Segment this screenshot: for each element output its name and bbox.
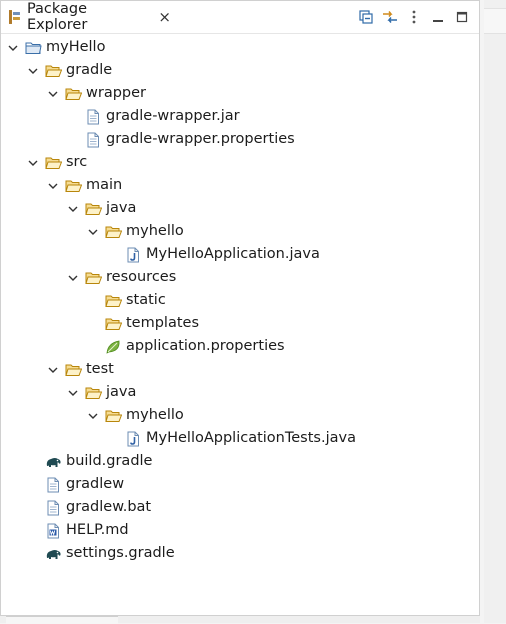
folder-open-icon	[105, 224, 123, 240]
editor-tab-strip	[484, 8, 506, 34]
folder-open-icon	[65, 178, 83, 194]
tree-item-main-java[interactable]: java	[1, 198, 479, 221]
project-tree: myHello gradle wrapper gradle-wrapper.jar gr…	[1, 37, 479, 566]
folder-open-icon	[65, 86, 83, 102]
tree-item-gradlew[interactable]: gradlew	[1, 474, 479, 497]
tree-item-gradlew-bat[interactable]: gradlew.bat	[1, 497, 479, 520]
chevron-down-icon[interactable]	[67, 272, 79, 284]
tree-item-label: myhello	[126, 407, 184, 423]
tree-item-label: application.properties	[126, 338, 285, 354]
collapse-all-icon[interactable]	[357, 8, 375, 26]
tree-item-label: MyHelloApplication.java	[146, 246, 320, 262]
project-icon	[25, 40, 42, 56]
file-icon	[45, 500, 62, 516]
editor-area	[484, 0, 506, 623]
tree-item-label: myHello	[46, 39, 106, 55]
gradle-elephant-icon	[45, 546, 62, 562]
bottom-panel-strip	[0, 616, 480, 623]
tree-item-label: settings.gradle	[66, 545, 175, 561]
java-file-icon	[125, 431, 142, 447]
maximize-icon[interactable]	[453, 8, 471, 26]
folder-open-icon	[45, 155, 63, 171]
folder-open-icon	[105, 293, 123, 309]
tree-item-build-gradle[interactable]: build.gradle	[1, 451, 479, 474]
tree-item-label: gradlew	[66, 476, 125, 492]
tree-item-myhelloapplicationtests-java[interactable]: MyHelloApplicationTests.java	[1, 428, 479, 451]
word-file-icon	[45, 523, 62, 539]
tree-item-label: test	[86, 361, 114, 377]
chevron-down-icon[interactable]	[7, 42, 19, 54]
tree-item-main-myhello[interactable]: myhello	[1, 221, 479, 244]
tree-item-label: main	[86, 177, 123, 193]
package-explorer-view: Package Explorer ×	[0, 0, 480, 616]
chevron-down-icon[interactable]	[47, 180, 59, 192]
tree-item-label: myhello	[126, 223, 184, 239]
view-toolbar	[357, 7, 471, 27]
tree-item-label: gradle	[66, 62, 113, 78]
spring-leaf-icon	[105, 339, 122, 355]
chevron-down-icon[interactable]	[27, 65, 39, 77]
view-title: Package Explorer	[26, 1, 88, 33]
tree-item-label: src	[66, 154, 88, 170]
folder-open-icon	[85, 201, 103, 217]
tree-item-gradle[interactable]: gradle	[1, 60, 479, 83]
tree-item-static[interactable]: static	[1, 290, 479, 313]
chevron-down-icon[interactable]	[87, 226, 99, 238]
gradle-elephant-icon	[45, 454, 62, 470]
tree-item-myhelloapplication-java[interactable]: MyHelloApplication.java	[1, 244, 479, 267]
tree-item-label: resources	[106, 269, 177, 285]
package-explorer-icon	[8, 10, 20, 24]
chevron-down-icon[interactable]	[87, 410, 99, 422]
file-icon	[85, 132, 102, 148]
link-with-editor-icon[interactable]	[381, 8, 399, 26]
tree-item-main[interactable]: main	[1, 175, 479, 198]
minimize-icon[interactable]	[429, 8, 447, 26]
view-tab-bar: Package Explorer ×	[1, 1, 479, 34]
file-icon	[45, 477, 62, 493]
folder-open-icon	[45, 63, 63, 79]
folder-open-icon	[65, 362, 83, 378]
chevron-down-icon[interactable]	[47, 364, 59, 376]
close-icon[interactable]: ×	[158, 8, 171, 26]
chevron-down-icon[interactable]	[67, 203, 79, 215]
bottom-panel-tab[interactable]	[6, 616, 118, 624]
tree-item-label: HELP.md	[66, 522, 129, 538]
folder-open-icon	[105, 408, 123, 424]
tree-item-label: java	[106, 200, 137, 216]
tree-item-label: wrapper	[86, 85, 146, 101]
file-icon	[85, 109, 102, 125]
tree-item-label: static	[126, 292, 166, 308]
tree-item-gradle-wrapper-properties[interactable]: gradle-wrapper.properties	[1, 129, 479, 152]
tree-item-test-myhello[interactable]: myhello	[1, 405, 479, 428]
tree-item-label: gradle-wrapper.jar	[106, 108, 240, 124]
chevron-down-icon[interactable]	[27, 157, 39, 169]
tree-item-myhello[interactable]: myHello	[1, 37, 479, 60]
tree-item-resources[interactable]: resources	[1, 267, 479, 290]
folder-open-icon	[105, 316, 123, 332]
tree-item-settings-gradle[interactable]: settings.gradle	[1, 543, 479, 566]
tree-item-test-java[interactable]: java	[1, 382, 479, 405]
java-file-icon	[125, 247, 142, 263]
tree-item-label: gradle-wrapper.properties	[106, 131, 295, 147]
tree-item-help-md[interactable]: HELP.md	[1, 520, 479, 543]
tree-item-label: gradlew.bat	[66, 499, 152, 515]
tree-item-label: templates	[126, 315, 200, 331]
tree-item-label: MyHelloApplicationTests.java	[146, 430, 356, 446]
tree-item-src[interactable]: src	[1, 152, 479, 175]
tree-item-label: build.gradle	[66, 453, 153, 469]
chevron-down-icon[interactable]	[47, 88, 59, 100]
tree-item-application-properties[interactable]: application.properties	[1, 336, 479, 359]
chevron-down-icon[interactable]	[67, 387, 79, 399]
tree-item-templates[interactable]: templates	[1, 313, 479, 336]
tree-item-label: java	[106, 384, 137, 400]
folder-open-icon	[85, 385, 103, 401]
view-menu-icon[interactable]	[405, 8, 423, 26]
tree-item-gradle-wrapper-jar[interactable]: gradle-wrapper.jar	[1, 106, 479, 129]
tab-package-explorer[interactable]: Package Explorer ×	[1, 1, 171, 33]
folder-open-icon	[85, 270, 103, 286]
tree-item-wrapper[interactable]: wrapper	[1, 83, 479, 106]
tree-item-test[interactable]: test	[1, 359, 479, 382]
